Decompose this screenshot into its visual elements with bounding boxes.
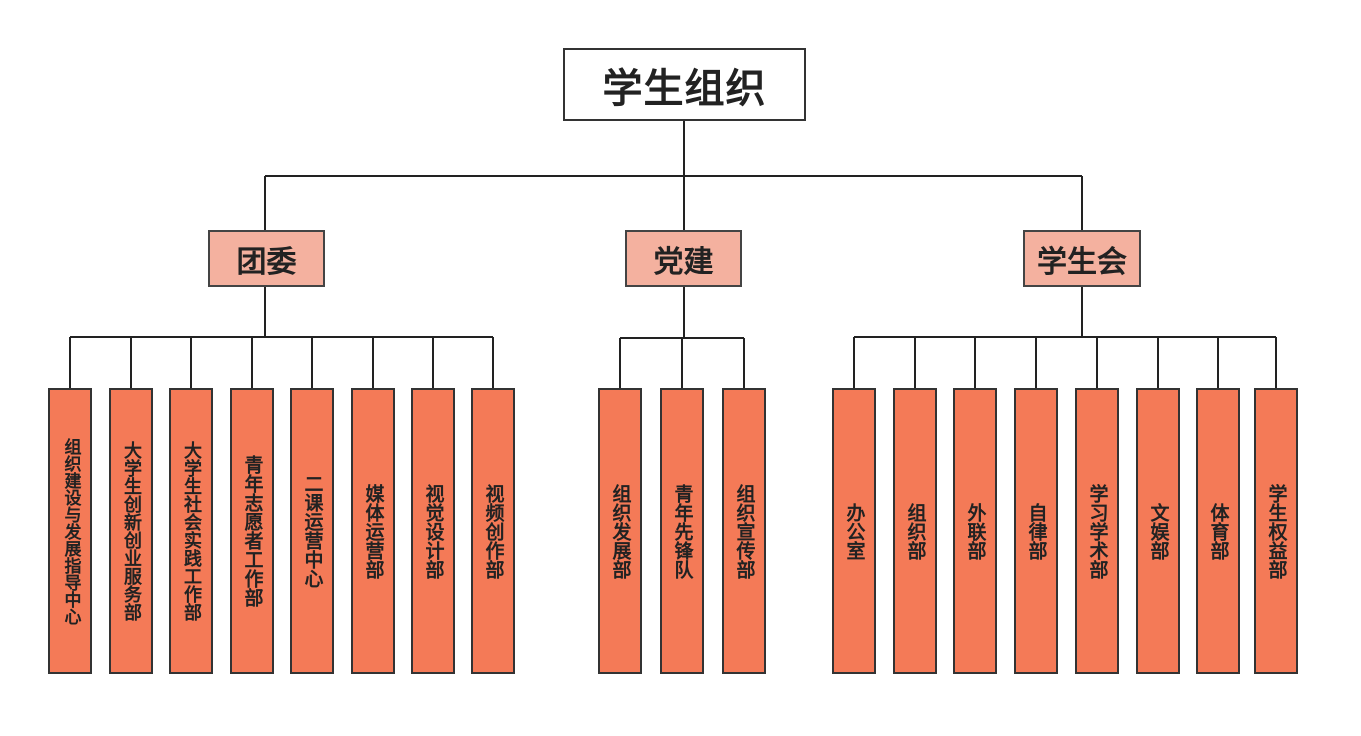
leaf-node: 组织发展部	[598, 388, 642, 674]
leaf-node: 体育部	[1196, 388, 1240, 674]
leaf-node: 文娱部	[1136, 388, 1180, 674]
leaf-node: 组织宣传部	[722, 388, 766, 674]
branch-node-dangjian: 党建	[625, 230, 742, 287]
leaf-node: 大学生创新创业服务部	[109, 388, 153, 674]
leaf-node: 媒体运营部	[351, 388, 395, 674]
branch-node-xueshenghui: 学生会	[1023, 230, 1141, 287]
leaf-node: 组织建设与发展指导中心	[48, 388, 92, 674]
leaf-node: 青年先锋队	[660, 388, 704, 674]
leaf-node: 自律部	[1014, 388, 1058, 674]
leaf-node: 办公室	[832, 388, 876, 674]
leaf-node: 视觉设计部	[411, 388, 455, 674]
branch-node-tuanwei: 团委	[208, 230, 325, 287]
leaf-node: 二课运营中心	[290, 388, 334, 674]
leaf-node: 大学生社会实践工作部	[169, 388, 213, 674]
leaf-node: 学习学术部	[1075, 388, 1119, 674]
leaf-node: 组织部	[893, 388, 937, 674]
leaf-node: 学生权益部	[1254, 388, 1298, 674]
leaf-node: 青年志愿者工作部	[230, 388, 274, 674]
leaf-node: 外联部	[953, 388, 997, 674]
root-node: 学生组织	[563, 48, 806, 121]
leaf-node: 视频创作部	[471, 388, 515, 674]
